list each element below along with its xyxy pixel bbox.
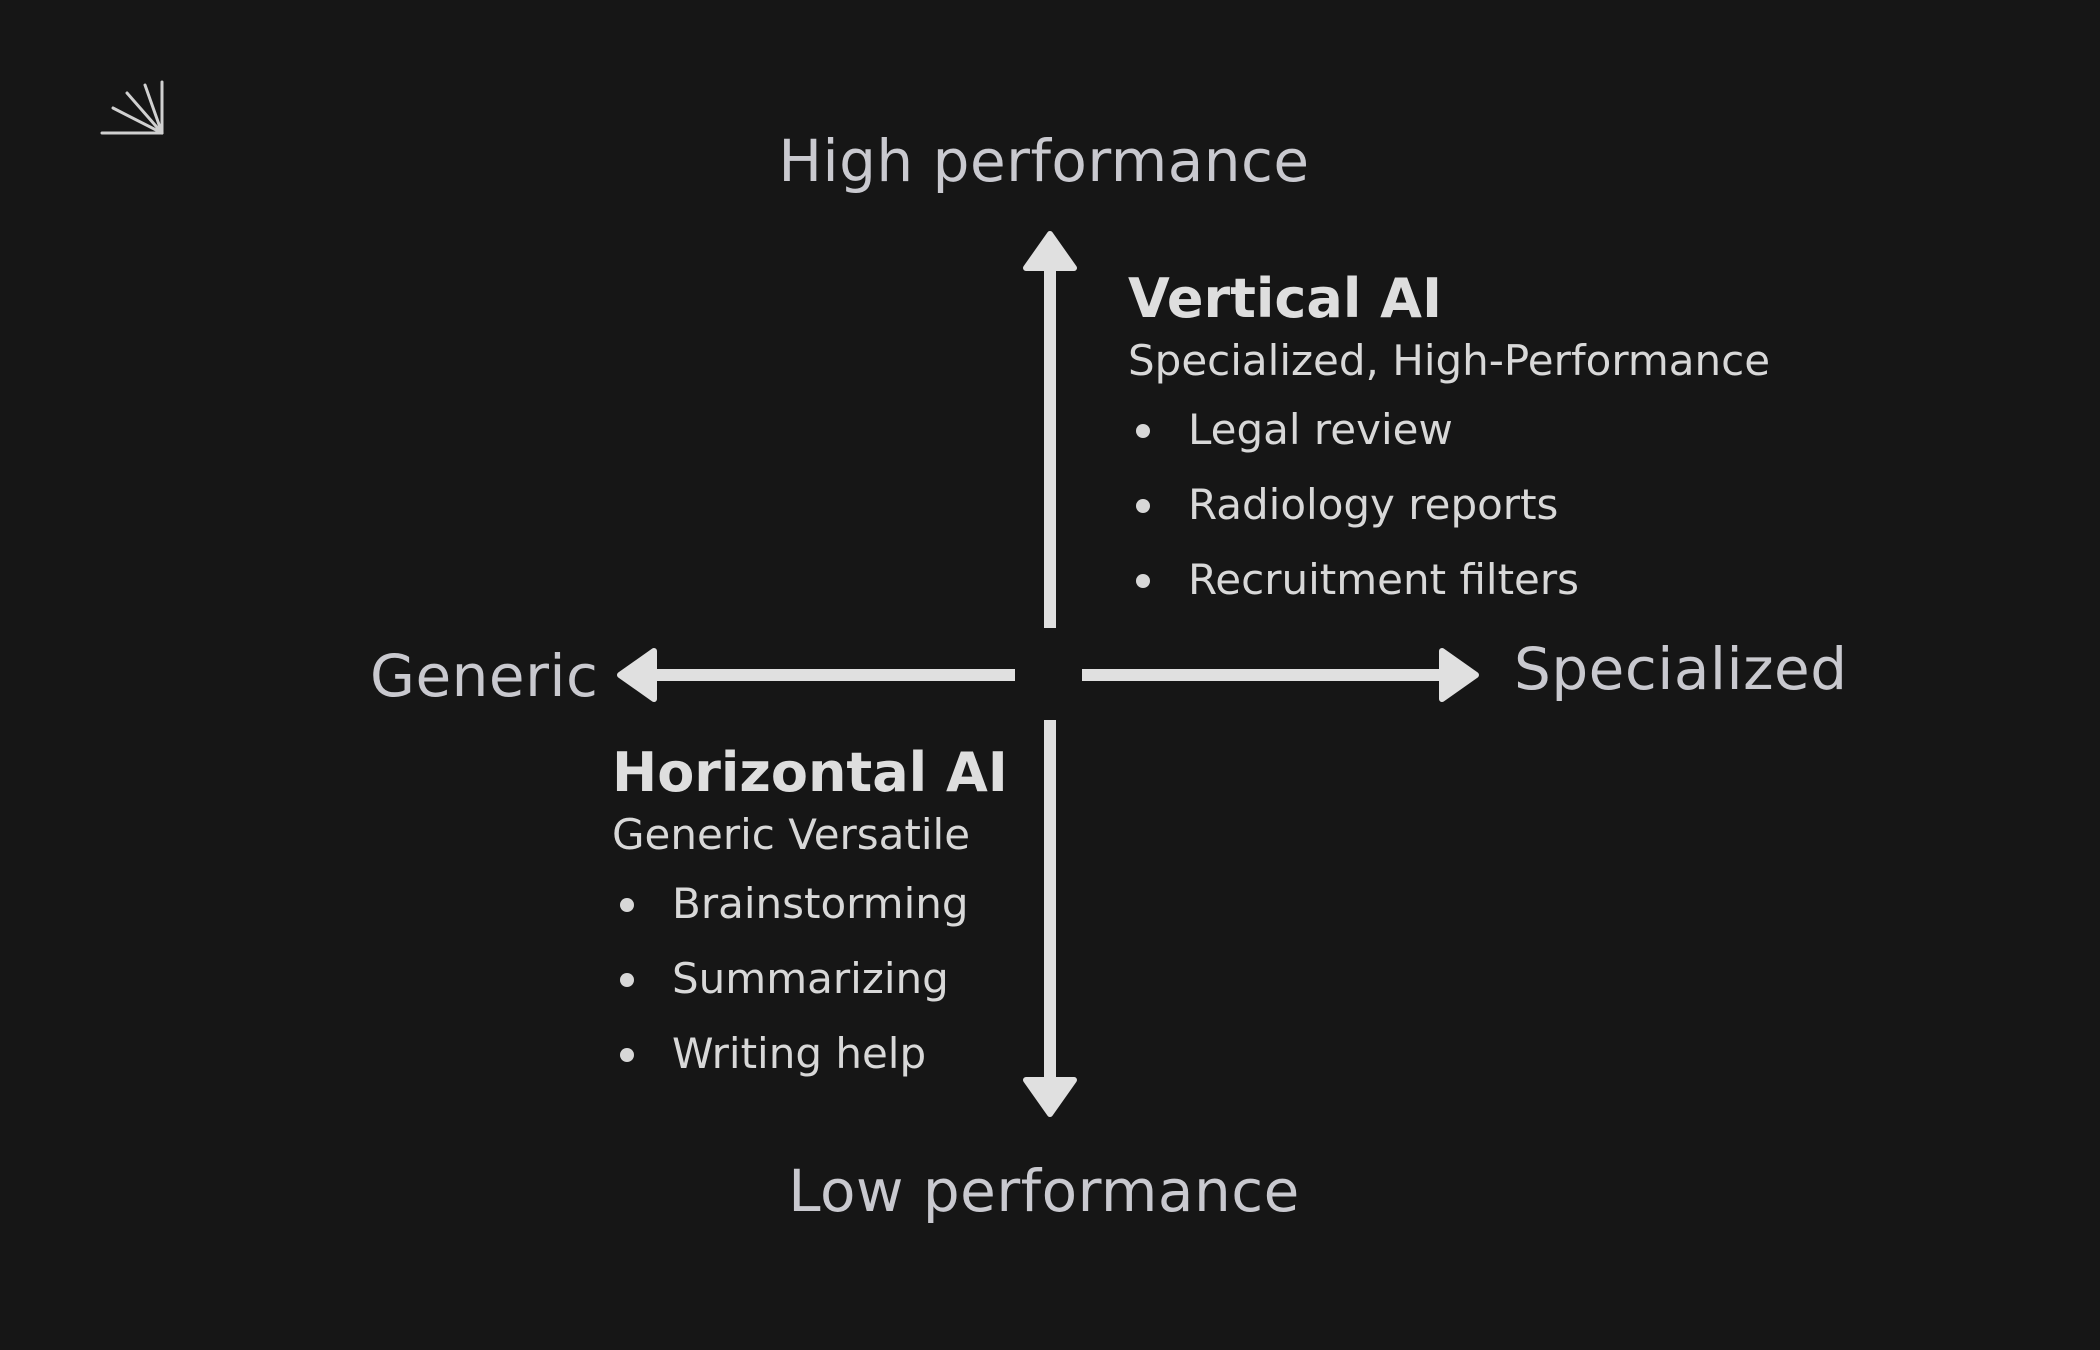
quadrant-subtitle: Specialized, High-Performance [1128, 336, 1771, 385]
axis-label-high-performance: High performance [778, 127, 1310, 195]
quadrant-vertical-ai: Vertical AI Specialized, High-Performanc… [1128, 272, 1770, 631]
quadrant-title: Vertical AI [1128, 267, 1443, 330]
axis-arrow-left [617, 648, 1015, 702]
quadrant-title: Horizontal AI [612, 741, 1008, 804]
axis-label-generic: Generic [370, 642, 599, 710]
use-case-list: Brainstorming Summarizing Writing help [612, 880, 1008, 1105]
list-item: Recruitment filters [1128, 556, 1770, 631]
list-item: Brainstorming [612, 880, 1008, 955]
axis-arrow-up [1023, 231, 1077, 628]
use-case-list: Legal review Radiology reports Recruitme… [1128, 406, 1770, 631]
list-item: Legal review [1128, 406, 1770, 481]
arrow-burst-logo-icon [100, 80, 164, 135]
axis-label-specialized: Specialized [1514, 635, 1848, 703]
quadrant-subtitle: Generic Versatile [612, 810, 971, 859]
axis-arrow-right [1082, 648, 1479, 702]
list-item: Summarizing [612, 955, 1008, 1030]
list-item: Radiology reports [1128, 481, 1770, 556]
axis-label-low-performance: Low performance [788, 1157, 1300, 1225]
axis-arrow-down [1023, 720, 1077, 1117]
quadrant-horizontal-ai: Horizontal AI Generic Versatile Brainsto… [612, 746, 1008, 1105]
list-item: Writing help [612, 1030, 1008, 1105]
